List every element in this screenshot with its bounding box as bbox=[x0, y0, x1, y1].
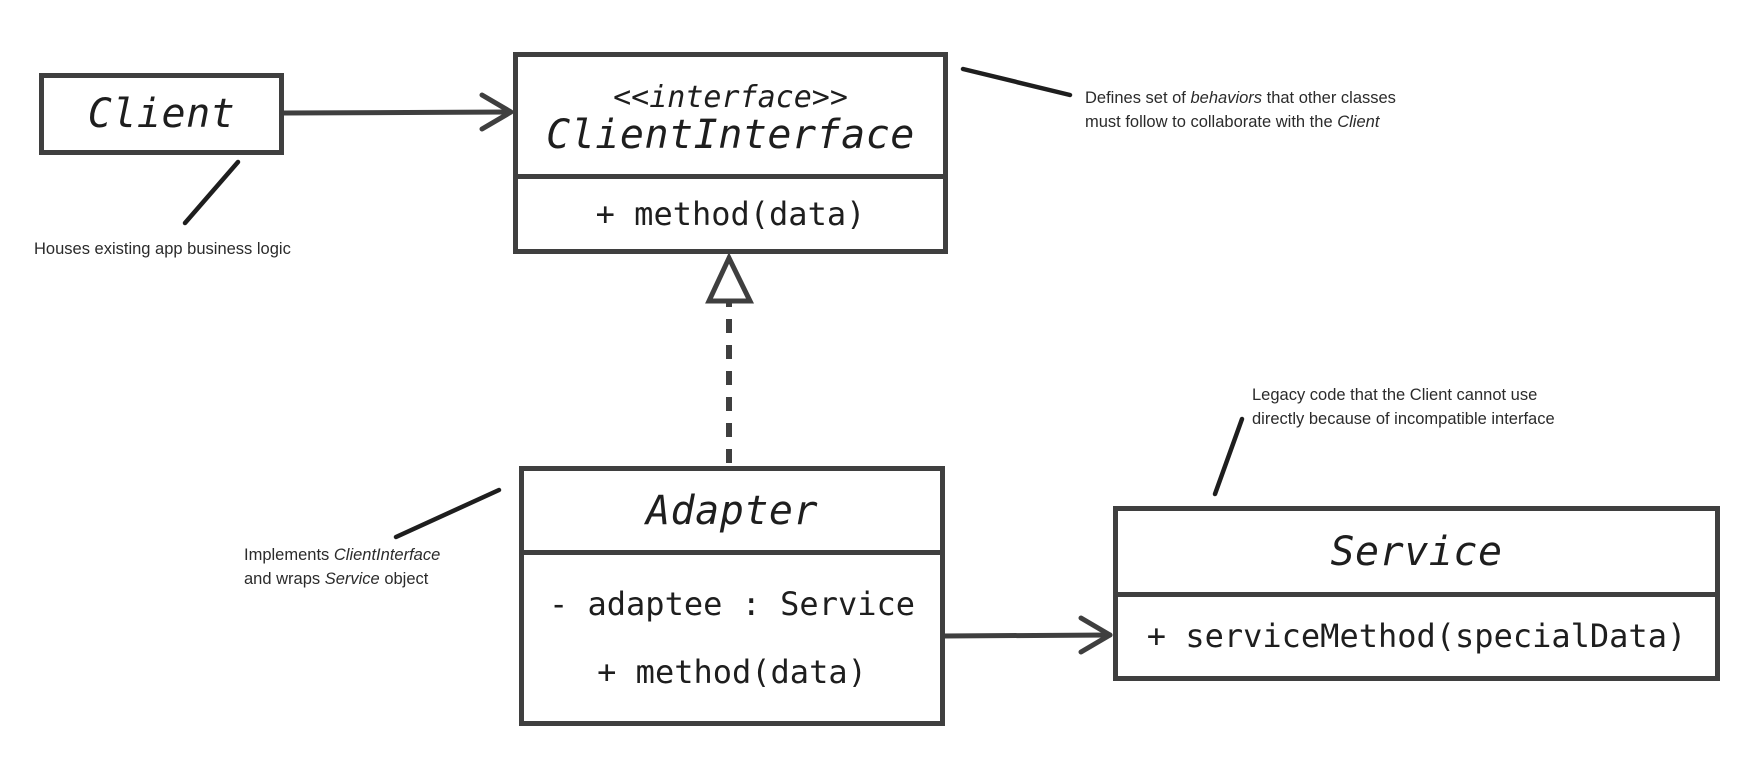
client-interface-header-section: <<interface>> ClientInterface bbox=[518, 57, 943, 174]
adapter-to-service-arrowhead bbox=[1078, 615, 1113, 655]
client-interface-class-box: <<interface>> ClientInterface + method(d… bbox=[513, 52, 948, 254]
client-to-interface-line bbox=[281, 109, 513, 116]
adapter-note-line1: Implements ClientInterface bbox=[244, 543, 440, 567]
service-methods-section: + serviceMethod(specialData) bbox=[1118, 592, 1715, 676]
adapter-field: - adaptee : Service bbox=[548, 584, 916, 623]
interface-note-leader bbox=[960, 66, 1073, 98]
note-emphasis: behaviors bbox=[1190, 89, 1263, 107]
client-to-interface-arrowhead bbox=[479, 92, 514, 132]
service-note-leader bbox=[1212, 416, 1245, 497]
note-emphasis: ClientInterface bbox=[333, 546, 441, 564]
realization-triangle-icon bbox=[705, 252, 755, 304]
service-class-box: Service + serviceMethod(specialData) bbox=[1113, 506, 1720, 681]
service-note: Legacy code that the Client cannot use d… bbox=[1252, 383, 1555, 431]
adapter-class-box: Adapter - adaptee : Service + method(dat… bbox=[519, 466, 945, 726]
interface-stereotype-label: <<interface>> bbox=[613, 80, 848, 115]
adapter-to-service-line bbox=[940, 632, 1113, 639]
client-interface-methods-section: + method(data) bbox=[518, 174, 943, 249]
note-text: object bbox=[379, 570, 429, 588]
service-note-line1: Legacy code that the Client cannot use bbox=[1252, 386, 1538, 404]
service-name-section: Service bbox=[1118, 511, 1715, 592]
adapter-class-name: Adapter bbox=[645, 487, 819, 534]
client-note-text: Houses existing app business logic bbox=[34, 240, 291, 258]
adapter-method: + method(data) bbox=[597, 652, 867, 691]
client-name-section: Client bbox=[44, 78, 279, 150]
adapter-note-line2: and wraps Service object bbox=[244, 567, 440, 591]
adapter-note: Implements ClientInterface and wraps Ser… bbox=[244, 543, 440, 591]
client-interface-class-name: ClientInterface bbox=[546, 112, 915, 158]
client-interface-note-line1: Defines set of behaviors that other clas… bbox=[1085, 86, 1396, 110]
note-emphasis: Service bbox=[324, 570, 380, 588]
note-text: that other classes bbox=[1262, 89, 1396, 107]
service-method: + serviceMethod(specialData) bbox=[1146, 617, 1687, 656]
note-text: Defines set of bbox=[1085, 89, 1191, 107]
client-note-leader bbox=[182, 159, 241, 226]
client-note: Houses existing app business logic bbox=[34, 237, 291, 261]
client-class-name: Client bbox=[87, 91, 236, 137]
adapter-name-section: Adapter bbox=[524, 471, 940, 550]
service-note-line2: directly because of incompatible interfa… bbox=[1252, 410, 1555, 428]
adapter-members-section: - adaptee : Service + method(data) bbox=[524, 550, 940, 721]
client-interface-note-line2: must follow to collaborate with the Clie… bbox=[1085, 110, 1396, 134]
client-interface-note: Defines set of behaviors that other clas… bbox=[1085, 86, 1396, 134]
note-text: must follow to collaborate with the bbox=[1085, 113, 1338, 131]
client-interface-method: + method(data) bbox=[595, 194, 866, 233]
note-emphasis: Client bbox=[1337, 113, 1380, 131]
client-class-box: Client bbox=[39, 73, 284, 155]
note-text: Implements bbox=[244, 546, 334, 564]
service-class-name: Service bbox=[1330, 528, 1503, 575]
adapter-note-leader bbox=[393, 487, 502, 540]
note-text: and wraps bbox=[244, 570, 325, 588]
